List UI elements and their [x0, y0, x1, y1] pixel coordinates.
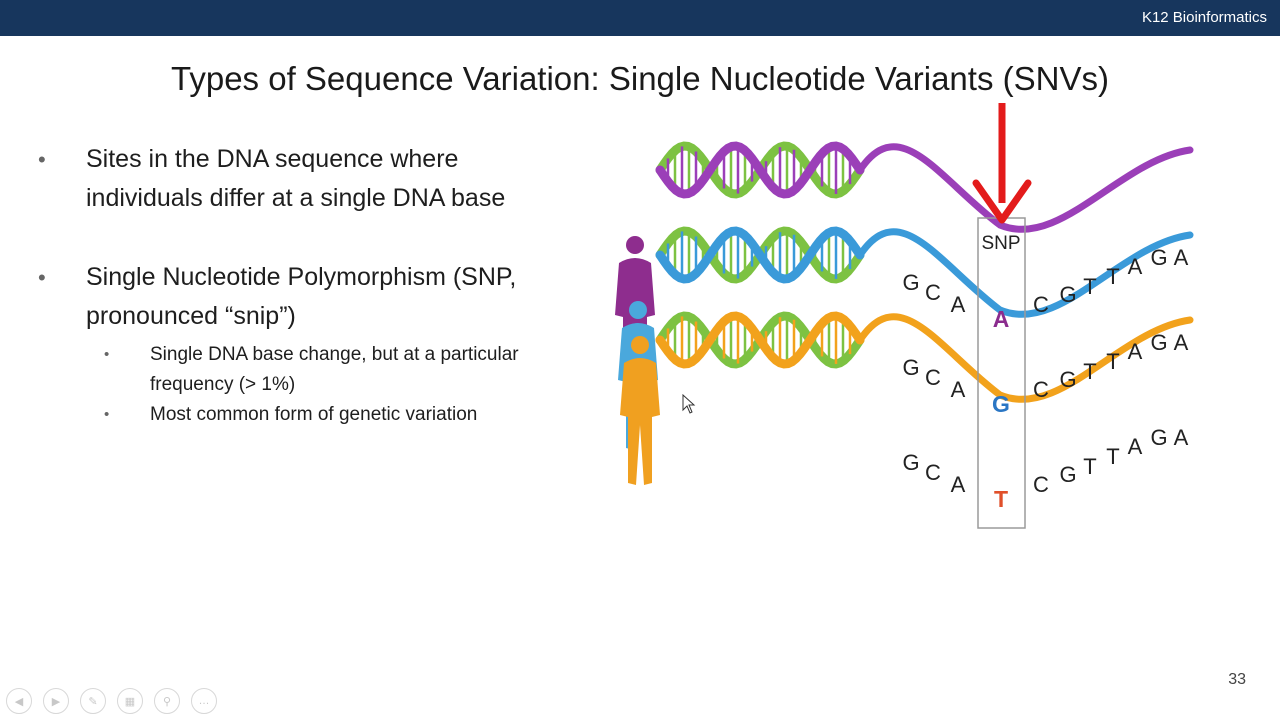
- dna-base-letter: A: [951, 472, 966, 497]
- snp-label: SNP: [981, 233, 1020, 254]
- bullet-text: Single Nucleotide Polymorphism (SNP, pro…: [86, 263, 517, 330]
- dna-base-letter: C: [925, 365, 941, 390]
- snp-column-box: [977, 217, 1026, 529]
- dna-base-letter: T: [1106, 264, 1119, 289]
- slide-title: Types of Sequence Variation: Single Nucl…: [171, 60, 1109, 97]
- dna-strand-front: [655, 311, 865, 369]
- bullet-item: • Sites in the DNA sequence where indivi…: [36, 140, 556, 218]
- header-bar: K12 Bioinformatics: [0, 0, 1280, 36]
- dna-base-letter: A: [1128, 434, 1143, 459]
- dna-base-letter: A: [951, 377, 966, 402]
- bullet-item: • Single Nucleotide Polymorphism (SNP, p…: [36, 258, 556, 430]
- page-number: 33: [1228, 671, 1246, 688]
- dna-base-letter: G: [1150, 245, 1167, 270]
- dna-base-letter: A: [1174, 330, 1189, 355]
- mouse-cursor-icon: [682, 393, 696, 419]
- pen-icon[interactable]: ✎: [80, 688, 106, 714]
- snp-base-letter: A: [993, 306, 1010, 332]
- next-slide-icon[interactable]: ▶: [43, 688, 69, 714]
- sub-bullet-text: Most common form of genetic variation: [150, 404, 478, 425]
- dna-base-letter: G: [1059, 462, 1076, 487]
- sub-bullet-text: Single DNA base change, but at a particu…: [150, 344, 519, 395]
- dna-base-letter: T: [1106, 349, 1119, 374]
- dna-base-letter: C: [1033, 292, 1049, 317]
- bullet-text: Sites in the DNA sequence where individu…: [86, 145, 506, 212]
- dna-base-letter: G: [1059, 367, 1076, 392]
- dna-base-letter: A: [1174, 245, 1189, 270]
- dna-strand-front: [655, 141, 865, 199]
- snp-arrow-head-icon: [972, 179, 1032, 224]
- bullet-dot: •: [38, 147, 46, 172]
- dna-base-letter: T: [1083, 454, 1096, 479]
- more-options-icon[interactable]: …: [191, 688, 217, 714]
- person-silhouette: [620, 336, 660, 485]
- brand-label: K12 Bioinformatics: [1141, 9, 1267, 26]
- bullet-dot: •: [104, 346, 110, 363]
- dna-base-letter: C: [925, 280, 941, 305]
- dna-base-letter: C: [925, 460, 941, 485]
- zoom-icon[interactable]: ⚲: [154, 688, 180, 714]
- dna-base-letter: A: [1128, 254, 1143, 279]
- dna-base-letter: G: [1150, 425, 1167, 450]
- dna-ribbon: [856, 228, 1194, 318]
- sub-bullet-item: • Single DNA base change, but at a parti…: [36, 340, 556, 400]
- dna-base-letter: G: [902, 355, 919, 380]
- dna-base-letter: A: [1174, 425, 1189, 450]
- bullet-list: • Sites in the DNA sequence where indivi…: [36, 140, 556, 430]
- dna-base-letter: C: [1033, 472, 1049, 497]
- dna-base-letter: T: [1106, 444, 1119, 469]
- snp-base-letter: T: [994, 486, 1008, 512]
- dna-ribbon: [856, 313, 1194, 403]
- dna-base-letter: G: [902, 450, 919, 475]
- slides-grid-icon[interactable]: ▦: [117, 688, 143, 714]
- snp-base-letter: G: [992, 391, 1010, 417]
- bullet-dot: •: [38, 265, 46, 290]
- sub-bullet-list: • Single DNA base change, but at a parti…: [86, 340, 556, 430]
- dna-base-letter: A: [951, 292, 966, 317]
- bullet-dot: •: [104, 406, 110, 423]
- dna-base-letter: G: [902, 270, 919, 295]
- dna-strand-front: [655, 226, 865, 284]
- dna-base-letter: T: [1083, 274, 1096, 299]
- previous-slide-icon[interactable]: ◀: [6, 688, 32, 714]
- dna-ribbon: [856, 143, 1194, 233]
- sub-bullet-item: • Most common form of genetic variation: [36, 400, 556, 430]
- dna-base-letter: C: [1033, 377, 1049, 402]
- dna-base-letter: G: [1150, 330, 1167, 355]
- dna-base-letter: G: [1059, 282, 1076, 307]
- dna-base-letter: A: [1128, 339, 1143, 364]
- dna-base-letter: T: [1083, 359, 1096, 384]
- slide-nav-toolbar: ◀ ▶ ✎ ▦ ⚲ …: [6, 688, 217, 714]
